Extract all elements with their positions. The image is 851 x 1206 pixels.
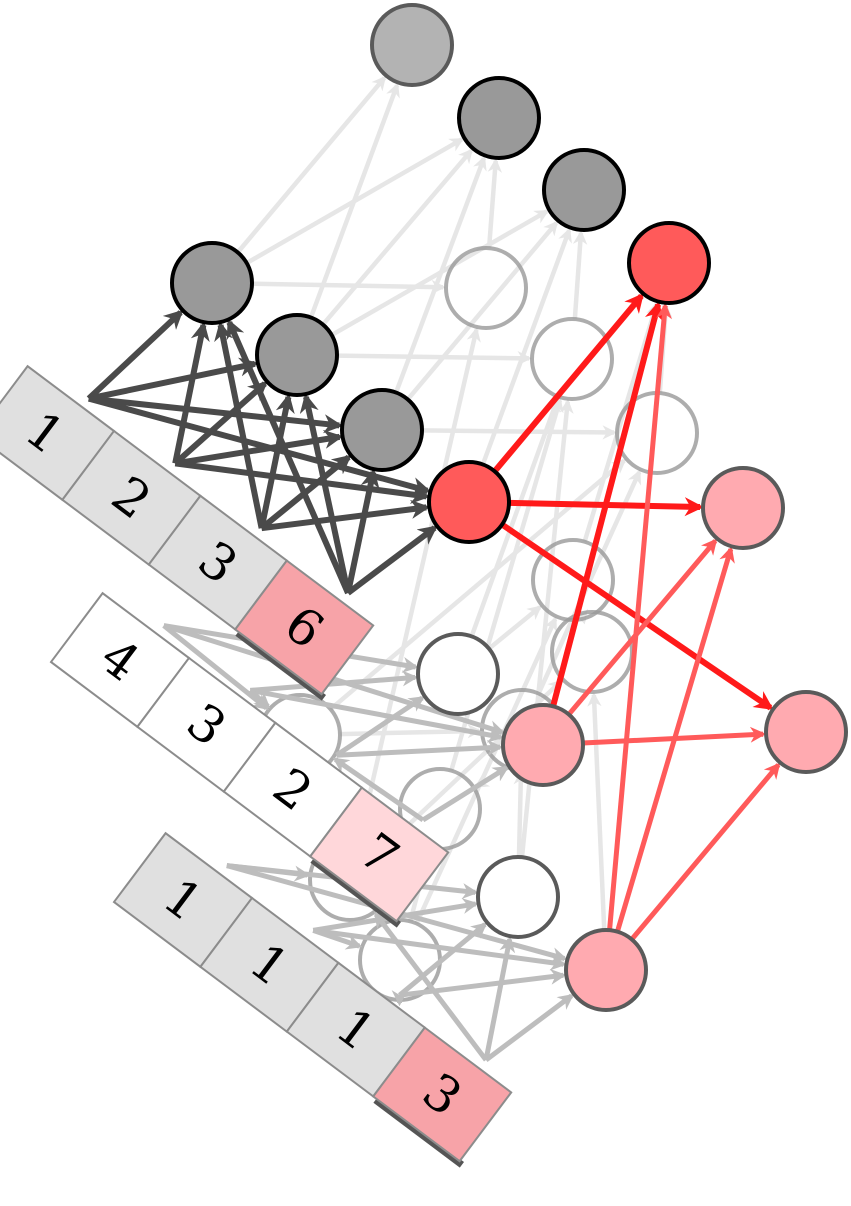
node-top2 xyxy=(457,76,541,160)
light-red-edge-p2-top4 xyxy=(607,302,673,931)
light-gray-edge-v2c0-g8 xyxy=(162,623,269,711)
light-gray-edge-v3c2-w2 xyxy=(398,922,488,998)
dark-edge-v1c2-l1a xyxy=(214,321,265,529)
dark-edge-v1c3-l1d xyxy=(346,525,438,596)
bright-red-edge-l1d-top4 xyxy=(492,293,644,474)
input-vector-1-cell-4: 6 xyxy=(233,559,375,701)
node-r2a xyxy=(701,466,785,550)
cell-box xyxy=(233,559,375,696)
light-gray-edge-v2c2-w1 xyxy=(335,695,425,758)
light-gray-edge-v2c1-w1 xyxy=(250,670,419,693)
dark-edge-v1c0-l1b xyxy=(88,357,259,402)
faded-edge-l1b-top2 xyxy=(321,148,473,327)
faded-edge-w1-g4 xyxy=(487,605,542,651)
light-gray-edge-v3c3-g9 xyxy=(373,911,488,1062)
faded-edge-l1c-top2 xyxy=(393,155,487,394)
light-gray-edge-v3c0-g9 xyxy=(226,863,311,882)
node-g2 xyxy=(530,317,614,401)
dark-edge-v1c0-l1a xyxy=(86,309,184,401)
node-top1 xyxy=(370,3,454,87)
faded-edge-p2-g7 xyxy=(587,692,607,931)
node-w2 xyxy=(476,855,560,939)
input-vector-1-cell-1: 1 xyxy=(0,364,116,502)
red-edge-layer xyxy=(492,293,781,941)
faded-edge-w1-g2 xyxy=(469,396,561,638)
node-l1b xyxy=(255,313,339,397)
node-top3 xyxy=(542,148,626,232)
cell-shadow xyxy=(310,857,402,928)
light-red-edge-p2-r2a xyxy=(614,546,735,933)
input-vector-2-cell-3: 2 xyxy=(222,721,364,858)
node-p1 xyxy=(501,703,585,787)
faded-edge-l1b-top3 xyxy=(330,209,550,338)
faded-edge-l1c-top3 xyxy=(406,220,559,401)
faded-edge-l1d-top3 xyxy=(480,227,572,466)
faded-edge-g1-top2 xyxy=(486,158,503,249)
bright-red-edge-p1-top4 xyxy=(550,300,664,708)
light-gray-edge-v2c3-p1 xyxy=(421,765,510,823)
input-vector-2-cell-4: 7 xyxy=(308,786,450,928)
dark-edge-v1c0-l1c xyxy=(88,395,344,434)
faded-edge-l1a-g1 xyxy=(251,279,446,295)
node-p2 xyxy=(564,928,648,1012)
light-gray-edge-v3c3-w2 xyxy=(483,936,516,1061)
node-w1 xyxy=(416,632,500,716)
cell-box xyxy=(308,786,450,923)
cell-shadow xyxy=(373,1097,465,1168)
light-gray-edge-v3c1-g10 xyxy=(312,928,363,950)
light-gray-edge-v2c1-p1 xyxy=(249,687,504,743)
input-vector-3-cell-4: 3 xyxy=(371,1026,513,1168)
node-layer xyxy=(170,3,848,1012)
dark-edge-v1c0-l1d xyxy=(88,395,432,496)
dark-edge-v1c1-l1b xyxy=(173,381,268,466)
input-vector-2-cell-1: 4 xyxy=(49,591,191,729)
faded-edge-l1b-g2 xyxy=(336,351,532,366)
node-r2b xyxy=(764,690,848,774)
light-gray-edge-v2c1-g8 xyxy=(248,688,271,709)
node-top4 xyxy=(627,221,711,305)
faded-edge-l1a-top2 xyxy=(245,137,465,266)
faded-edge-w2-g6 xyxy=(513,770,528,858)
input-vector-1-cell-3: 3 xyxy=(147,494,289,631)
light-gray-edge-v2c3-g8 xyxy=(332,757,425,823)
faded-edge-g10-g4 xyxy=(414,616,558,925)
dark-edge-v1c3-l1b xyxy=(299,393,351,594)
dark-edge-v1c1-l1a xyxy=(172,321,210,464)
dark-edge-v1c2-l1d xyxy=(261,499,431,532)
faded-edge-g2-top3 xyxy=(572,230,588,320)
cell-box xyxy=(371,1026,513,1163)
light-red-edge-p2-r2b xyxy=(629,762,781,941)
node-l1d xyxy=(427,460,511,544)
dark-edge-v1c1-l1d xyxy=(174,460,431,504)
cell-shadow xyxy=(235,630,327,701)
input-vector-2-cell-2: 3 xyxy=(135,656,277,793)
light-gray-edge-v3c2-p2 xyxy=(399,968,567,998)
light-gray-edge-v2c2-p1 xyxy=(336,739,504,758)
faded-edge-g8-g6 xyxy=(339,724,482,739)
light-gray-edge-v3c3-p2 xyxy=(484,993,575,1062)
node-g1 xyxy=(444,246,528,330)
dark-edge-layer xyxy=(86,309,438,596)
dark-edge-v1c3-l1c xyxy=(345,468,380,594)
light-red-edge-p1-r2a xyxy=(566,538,718,717)
faded-edge-g9-g1 xyxy=(356,327,481,842)
faded-edge-l1a-top1 xyxy=(236,75,387,254)
dark-edge-v1c2-l1c xyxy=(259,454,352,531)
input-vector-3-cell-1: 1 xyxy=(112,831,254,969)
node-l1a xyxy=(170,241,254,325)
dark-edge-v1c1-l1c xyxy=(174,429,344,467)
node-l1c xyxy=(340,388,424,472)
